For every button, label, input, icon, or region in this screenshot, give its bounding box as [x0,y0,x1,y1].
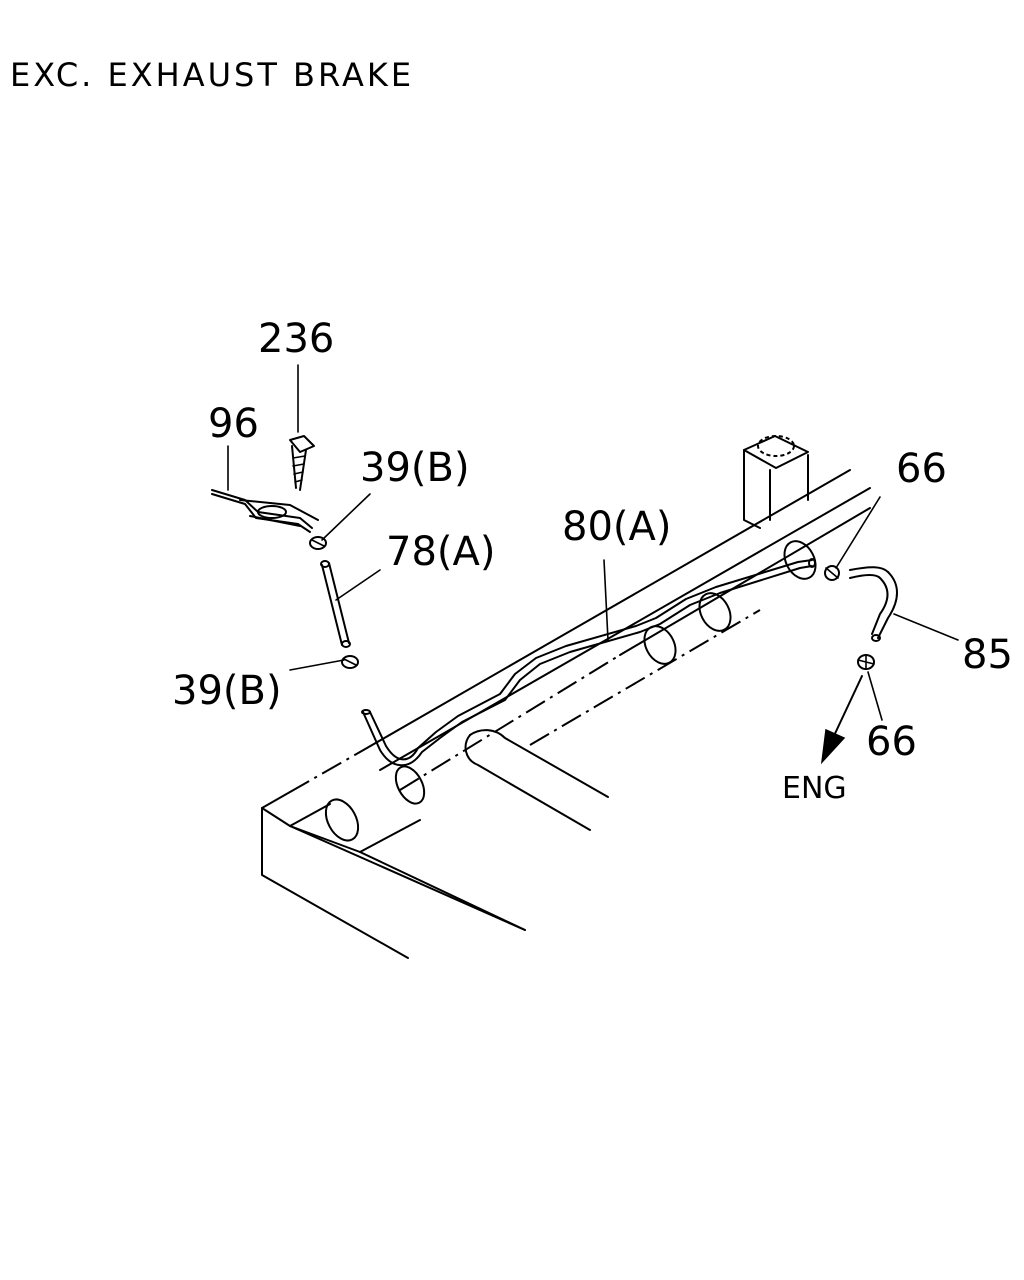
eng-direction-arrow [820,675,863,765]
callout-85: 85 [962,632,1013,678]
hose-85 [849,566,898,642]
pipe-80a [361,558,816,767]
eng-label: ENG [782,771,847,806]
callout-96: 96 [208,401,259,447]
callout-78a: 78(A) [386,529,495,575]
callout-39b-bottom: 39(B) [172,668,282,714]
bolt-236 [289,435,315,491]
callout-80a: 80(A) [562,504,671,550]
clamp-66-top [824,565,840,581]
callout-66-top: 66 [896,446,947,492]
clip-39b-bottom [341,655,359,669]
callout-66-bottom: 66 [866,719,917,765]
callout-236: 236 [258,316,334,362]
callout-39b-top: 39(B) [360,445,470,491]
clamp-66-bottom [857,654,875,670]
leader-lines [227,364,959,721]
diagram-title: EXC. EXHAUST BRAKE [10,56,414,94]
hose-78a [320,560,351,648]
bracket-96 [211,489,319,533]
